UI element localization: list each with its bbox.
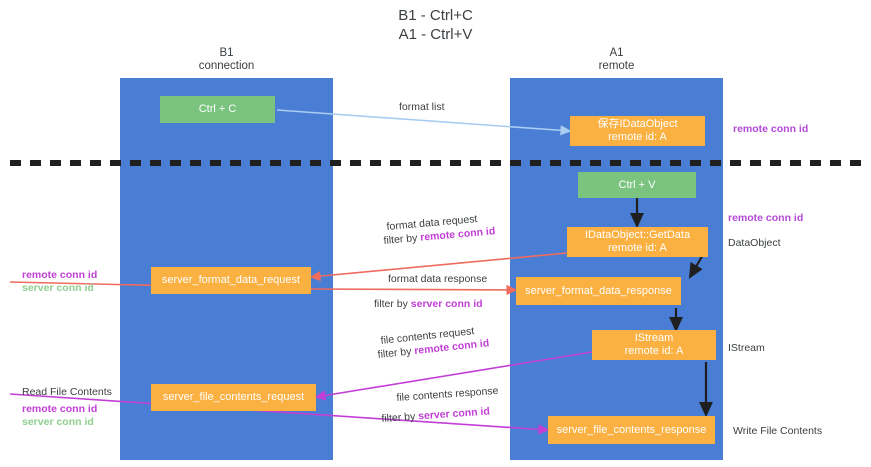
arrow-format-data-response bbox=[310, 284, 518, 296]
node-server-format-data-request[interactable]: server_format_data_request bbox=[151, 267, 311, 294]
note-left-remote-conn-id: remote conn id bbox=[22, 269, 98, 281]
column-header-b1: B1 connection bbox=[198, 47, 255, 72]
node-ctrl-c[interactable]: Ctrl + C bbox=[160, 96, 275, 123]
note-right-write-file-contents: Write File Contents bbox=[733, 425, 823, 437]
node-save-dataobject[interactable]: 保存IDataObject remote id: A bbox=[570, 116, 705, 146]
node-ctrl-v[interactable]: Ctrl + V bbox=[578, 172, 696, 198]
note-right-istream: IStream bbox=[728, 342, 765, 354]
note-right-remote-conn-id-mid: remote conn id bbox=[728, 212, 804, 224]
filter-key-server-conn-id: server conn id bbox=[417, 405, 491, 423]
filter-prefix: filter by bbox=[381, 410, 419, 425]
node-idataobject-getdata[interactable]: IDataObject::GetData remote id: A bbox=[567, 227, 708, 257]
filter-key-server-conn-id: server conn id bbox=[410, 298, 483, 310]
note-right-dataobject: DataObject bbox=[728, 237, 781, 249]
filter-prefix: filter by bbox=[374, 298, 411, 310]
node-server-file-contents-request[interactable]: server_file_contents_request bbox=[151, 384, 316, 411]
edge-label-format-list: format list bbox=[399, 101, 445, 113]
edge-label-file-contents-response: file contents response bbox=[396, 384, 499, 404]
node-server-file-contents-response[interactable]: server_file_contents_response bbox=[548, 416, 715, 444]
node-istream[interactable]: IStream remote id: A bbox=[592, 330, 716, 360]
note-left-bottom-server-conn-id: server conn id bbox=[22, 416, 94, 428]
edge-label-format-data-response-filter: filter by server conn id bbox=[374, 297, 483, 311]
node-server-format-data-response[interactable]: server_format_data_response bbox=[516, 277, 681, 305]
page-title: B1 - Ctrl+C A1 - Ctrl+V bbox=[398, 7, 473, 43]
note-left-read-file-contents: Read File Contents bbox=[22, 386, 112, 398]
note-left-bottom-remote-conn-id: remote conn id bbox=[22, 403, 98, 415]
filter-prefix: filter by bbox=[377, 345, 415, 361]
note-right-remote-conn-id-top: remote conn id bbox=[733, 123, 809, 135]
column-header-a1: A1 remote bbox=[598, 47, 635, 72]
edge-label-file-contents-response-filter: filter by server conn id bbox=[381, 404, 490, 426]
filter-prefix: filter by bbox=[383, 231, 421, 247]
note-left-server-conn-id: server conn id bbox=[22, 282, 94, 294]
edge-label-format-data-response: format data response bbox=[388, 273, 488, 285]
